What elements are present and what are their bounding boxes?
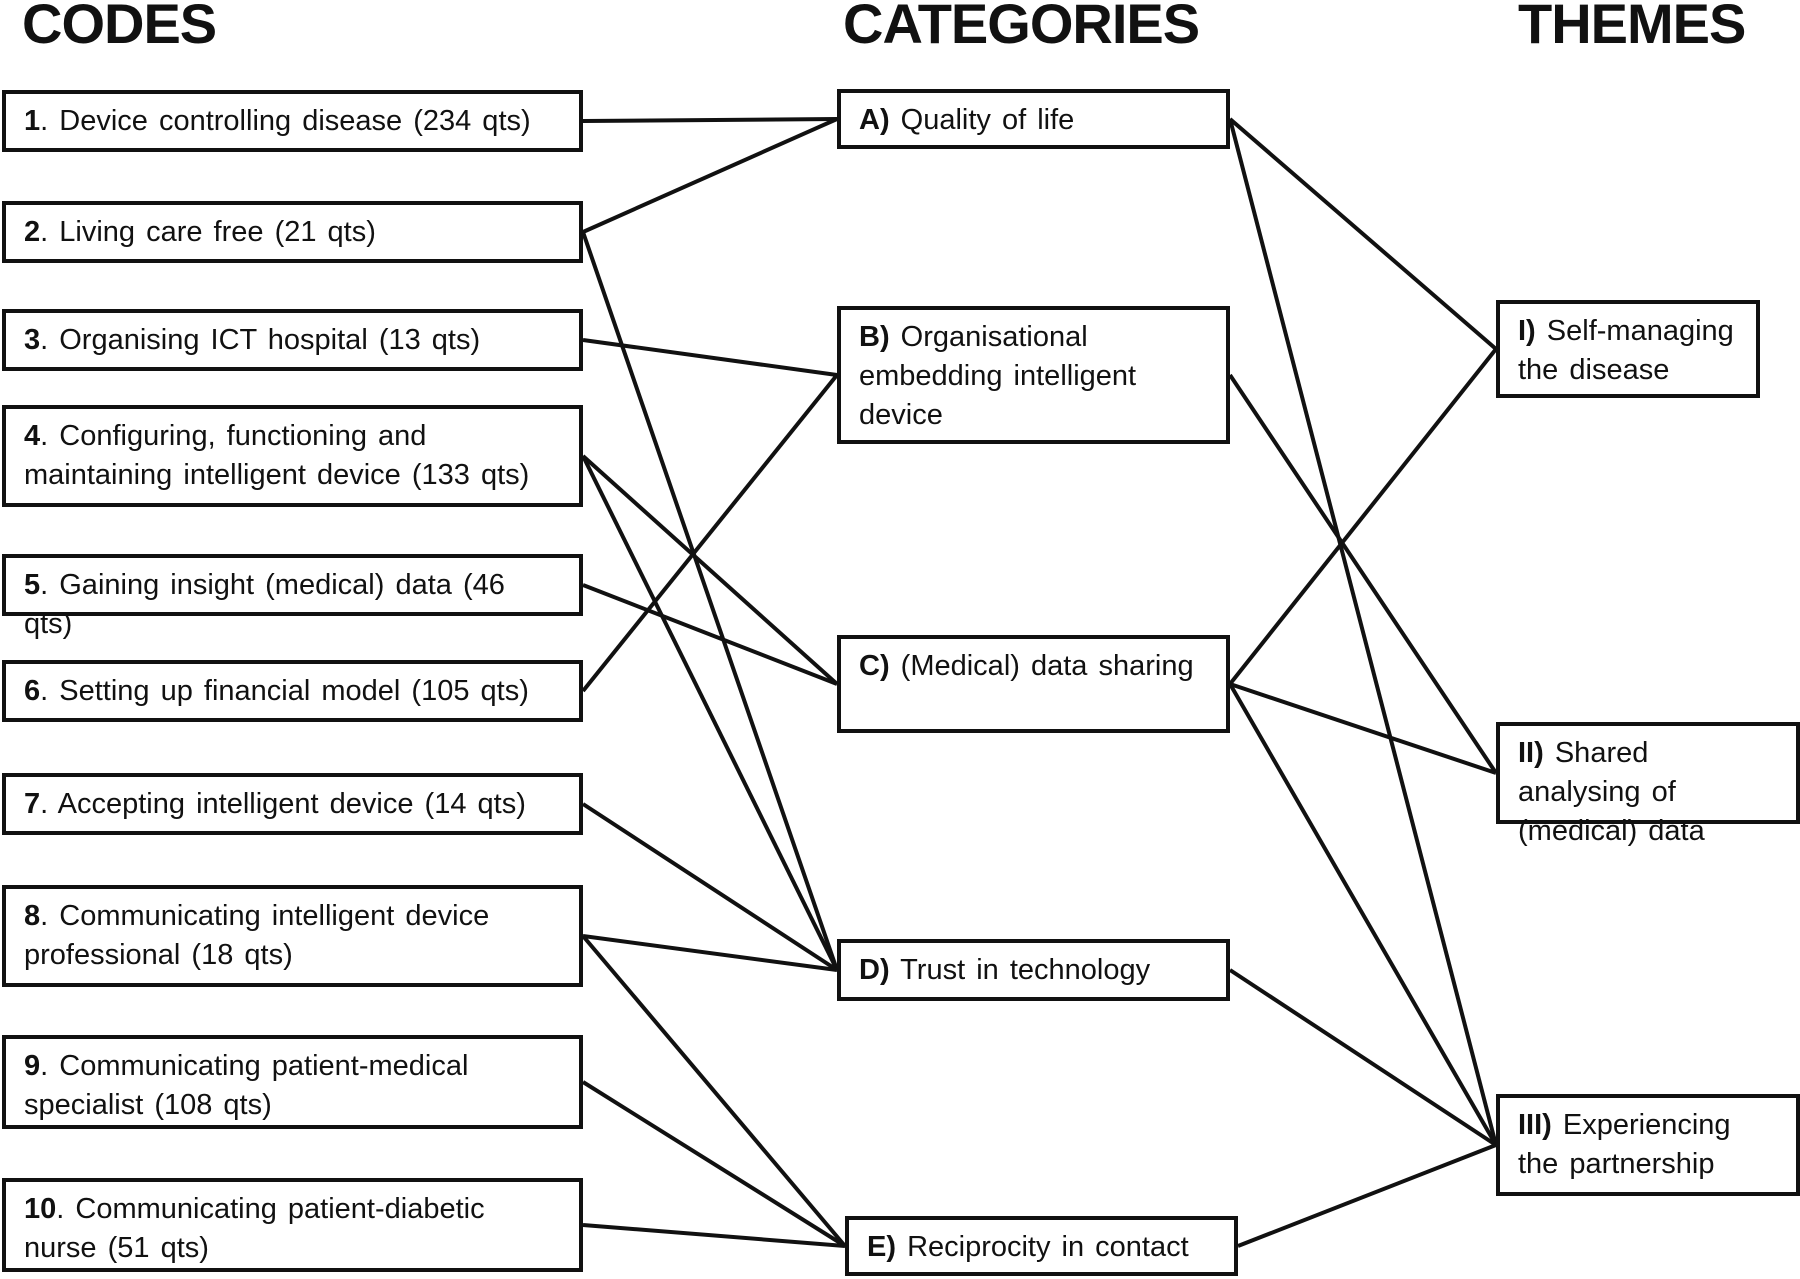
connector-code-1-to-cat-A: [582, 117, 838, 123]
code-number: 4: [24, 420, 41, 452]
category-box-b: B) Organisational embedding intelligent …: [837, 306, 1230, 444]
connector-cat-A-to-theme-III: [1228, 118, 1498, 1146]
connector-code-10-to-cat-E: [582, 1223, 846, 1248]
code-label: . Accepting intelligent device (14 qts): [40, 788, 526, 820]
connector-cat-C-to-theme-II: [1229, 682, 1497, 775]
category-label: Reciprocity in contact: [907, 1231, 1189, 1263]
code-label: . Configuring, functioning and maintaini…: [24, 420, 530, 491]
theme-box-2: II) Shared analysing of (medical) data: [1496, 722, 1800, 847]
connector-code-6-to-cat-B: [581, 373, 839, 693]
theme-label: Experiencing the partnership: [1518, 1109, 1731, 1180]
code-number: 10: [24, 1193, 57, 1225]
codes-header: CODES: [22, 0, 217, 55]
connector-cat-D-to-theme-III: [1228, 968, 1498, 1147]
code-box-2: 2. Living care free (21 qts): [2, 201, 583, 263]
code-label: . Communicating patient-medical speciali…: [24, 1050, 469, 1121]
code-label: . Gaining insight (medical) data (46 qts…: [24, 569, 505, 640]
code-box-4: 4. Configuring, functioning and maintain…: [2, 405, 583, 507]
category-label: Organisational embedding intelligent dev…: [859, 321, 1137, 431]
connector-code-8-to-cat-E: [581, 934, 847, 1248]
category-box-c: C) (Medical) data sharing: [837, 635, 1230, 733]
theme-key: II): [1518, 737, 1544, 769]
category-key: E): [867, 1231, 896, 1263]
connector-code-9-to-cat-E: [581, 1080, 847, 1248]
category-key: B): [859, 321, 890, 353]
theme-box-3: III) Experiencing the partnership: [1496, 1094, 1800, 1196]
connector-cat-C-to-theme-III: [1228, 683, 1498, 1146]
code-number: 8: [24, 900, 41, 932]
code-label: . Living care free (21 qts): [40, 216, 376, 248]
category-label: (Medical) data sharing: [900, 650, 1194, 682]
code-box-6: 6. Setting up financial model (105 qts): [2, 660, 583, 722]
code-box-10: 10. Communicating patient-diabetic nurse…: [2, 1178, 583, 1272]
code-number: 3: [24, 324, 41, 356]
themes-header: THEMES: [1518, 0, 1746, 55]
code-number: 6: [24, 675, 41, 707]
code-number: 5: [24, 569, 41, 601]
category-label: Trust in technology: [900, 954, 1151, 986]
connector-code-4-to-cat-C: [581, 454, 839, 686]
code-box-3: 3. Organising ICT hospital (13 qts): [2, 309, 583, 371]
connector-code-4-to-cat-D: [581, 455, 839, 971]
category-key: D): [859, 954, 890, 986]
code-number: 2: [24, 216, 41, 248]
category-box-d: D) Trust in technology: [837, 939, 1230, 1001]
category-box-a: A) Quality of life: [837, 89, 1230, 149]
connector-code-5-to-cat-C: [582, 583, 838, 686]
code-number: 1: [24, 105, 41, 137]
code-label: . Communicating patient-diabetic nurse (…: [24, 1193, 485, 1264]
connector-code-2-to-cat-D: [581, 231, 839, 971]
categories-header: CATEGORIES: [843, 0, 1200, 55]
code-box-8: 8. Communicating intelligent device prof…: [2, 885, 583, 987]
code-number: 9: [24, 1050, 41, 1082]
connector-code-7-to-cat-D: [581, 802, 839, 972]
theme-key: I): [1518, 315, 1536, 347]
category-box-e: E) Reciprocity in contact: [845, 1216, 1238, 1276]
connector-code-8-to-cat-D: [582, 934, 838, 972]
theme-label: Shared analysing of (medical) data: [1518, 737, 1705, 847]
connector-cat-C-to-theme-I: [1228, 347, 1498, 686]
code-label: . Organising ICT hospital (13 qts): [40, 324, 481, 356]
code-number: 7: [24, 788, 41, 820]
connector-cat-B-to-theme-II: [1228, 373, 1498, 775]
code-label: . Communicating intelligent device profe…: [24, 900, 490, 971]
category-label: Quality of life: [900, 104, 1075, 136]
code-label: . Setting up financial model (105 qts): [40, 675, 529, 707]
connector-cat-E-to-theme-III: [1237, 1143, 1497, 1248]
code-box-1: 1. Device controlling disease (234 qts): [2, 90, 583, 152]
category-key: A): [859, 104, 890, 136]
theme-label: Self-managing the disease: [1518, 315, 1734, 386]
connector-code-3-to-cat-B: [582, 338, 838, 377]
code-label: . Device controlling disease (234 qts): [40, 105, 531, 137]
code-box-9: 9. Communicating patient-medical special…: [2, 1035, 583, 1129]
connector-code-2-to-cat-A: [582, 117, 838, 234]
theme-key: III): [1518, 1109, 1552, 1141]
connector-cat-A-to-theme-I: [1228, 117, 1498, 351]
category-key: C): [859, 650, 890, 682]
theme-box-1: I) Self-managing the disease: [1496, 300, 1760, 398]
code-box-5: 5. Gaining insight (medical) data (46 qt…: [2, 554, 583, 640]
code-box-7: 7. Accepting intelligent device (14 qts): [2, 773, 583, 835]
